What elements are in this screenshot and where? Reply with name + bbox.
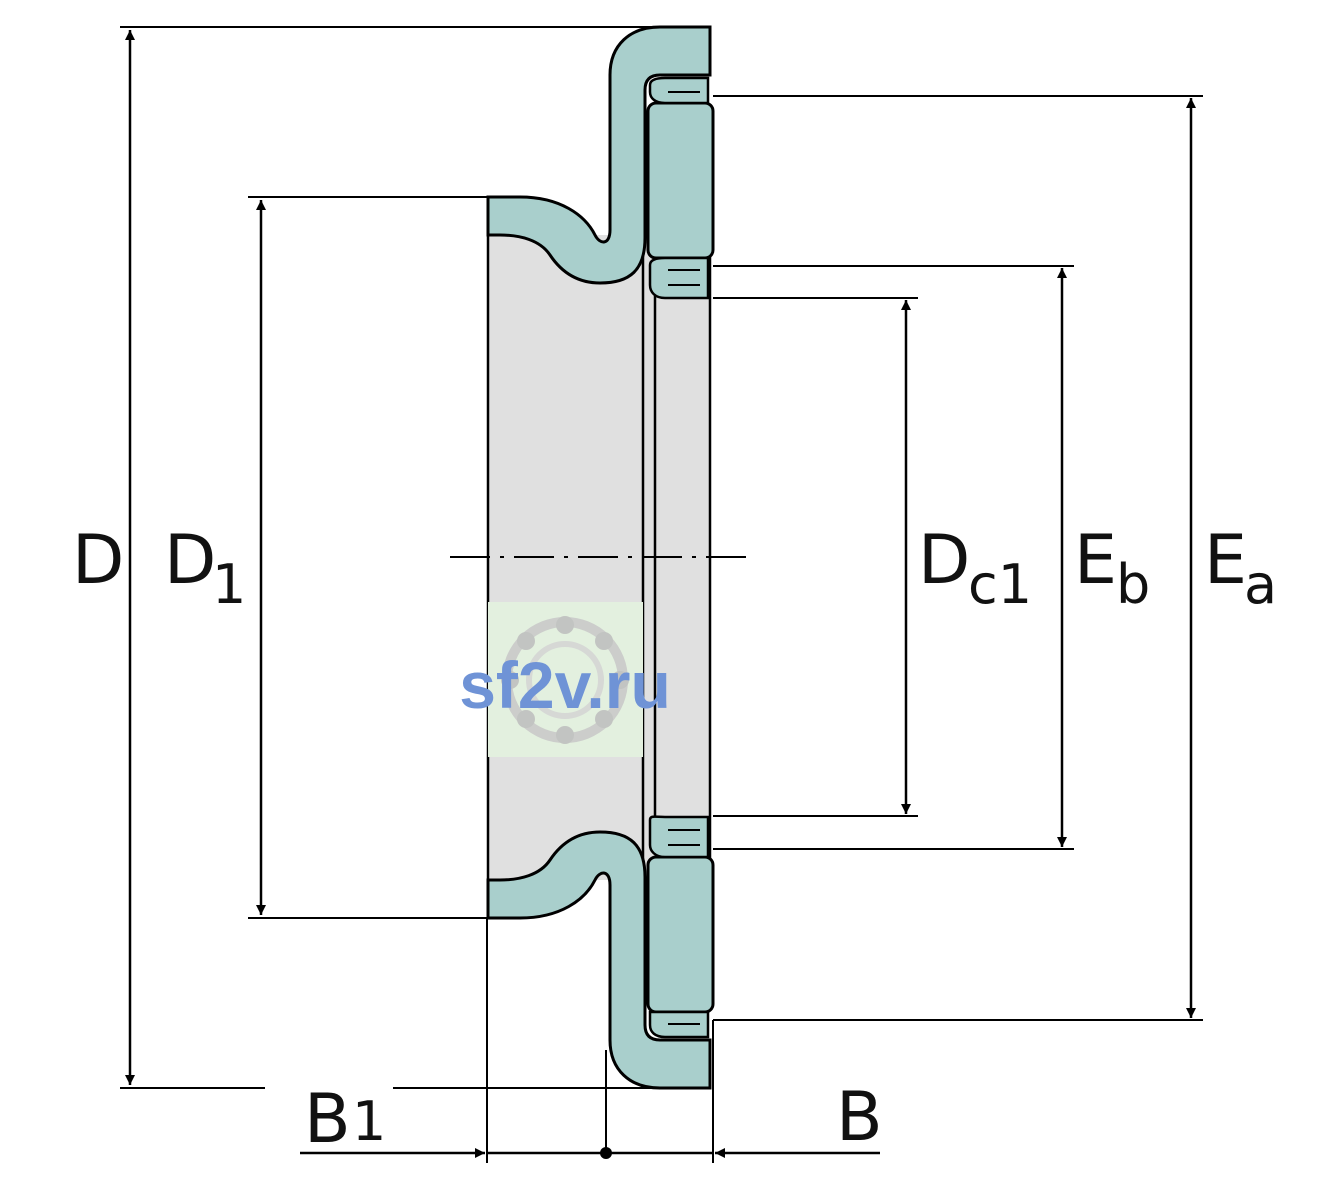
- label-B1: B 1: [304, 1080, 386, 1159]
- label-D-main: D: [72, 521, 124, 600]
- dimension-lines: [125, 30, 1196, 1158]
- label-Ea: E a: [1204, 521, 1277, 616]
- label-D1: D 1: [164, 521, 246, 616]
- label-Dc1: D c1: [918, 521, 1032, 616]
- label-Ea-sub: a: [1244, 553, 1277, 616]
- watermark-text: sf2v.ru: [459, 648, 671, 722]
- label-B: B: [836, 1078, 883, 1157]
- housing-section-bottom: [486, 830, 712, 1090]
- label-B1-main: B: [304, 1080, 351, 1159]
- cage-top-upper: [648, 76, 710, 105]
- watermark: sf2v.ru: [459, 602, 671, 757]
- ball-bearing-icon: [501, 616, 629, 744]
- label-D1-main: D: [164, 521, 216, 600]
- label-D1-sub: 1: [212, 553, 246, 616]
- label-Eb-main: E: [1074, 521, 1117, 600]
- label-Eb: E b: [1074, 521, 1150, 616]
- roller-top: [646, 101, 715, 260]
- roller-bottom: [646, 855, 715, 1014]
- label-Dc1-sub: c1: [968, 553, 1032, 616]
- label-D: D: [72, 521, 124, 600]
- cage-bottom-upper: [648, 815, 710, 859]
- label-Ea-main: E: [1204, 521, 1247, 600]
- cage-top-lower: [648, 256, 710, 300]
- label-Dc1-main: D: [918, 521, 970, 600]
- extension-lines: [120, 26, 1203, 1163]
- housing-section-top: [486, 25, 712, 285]
- label-B1-sub: 1: [352, 1090, 386, 1153]
- reference-dot: [600, 1147, 612, 1159]
- label-B-main: B: [836, 1078, 883, 1157]
- label-Eb-sub: b: [1116, 553, 1150, 616]
